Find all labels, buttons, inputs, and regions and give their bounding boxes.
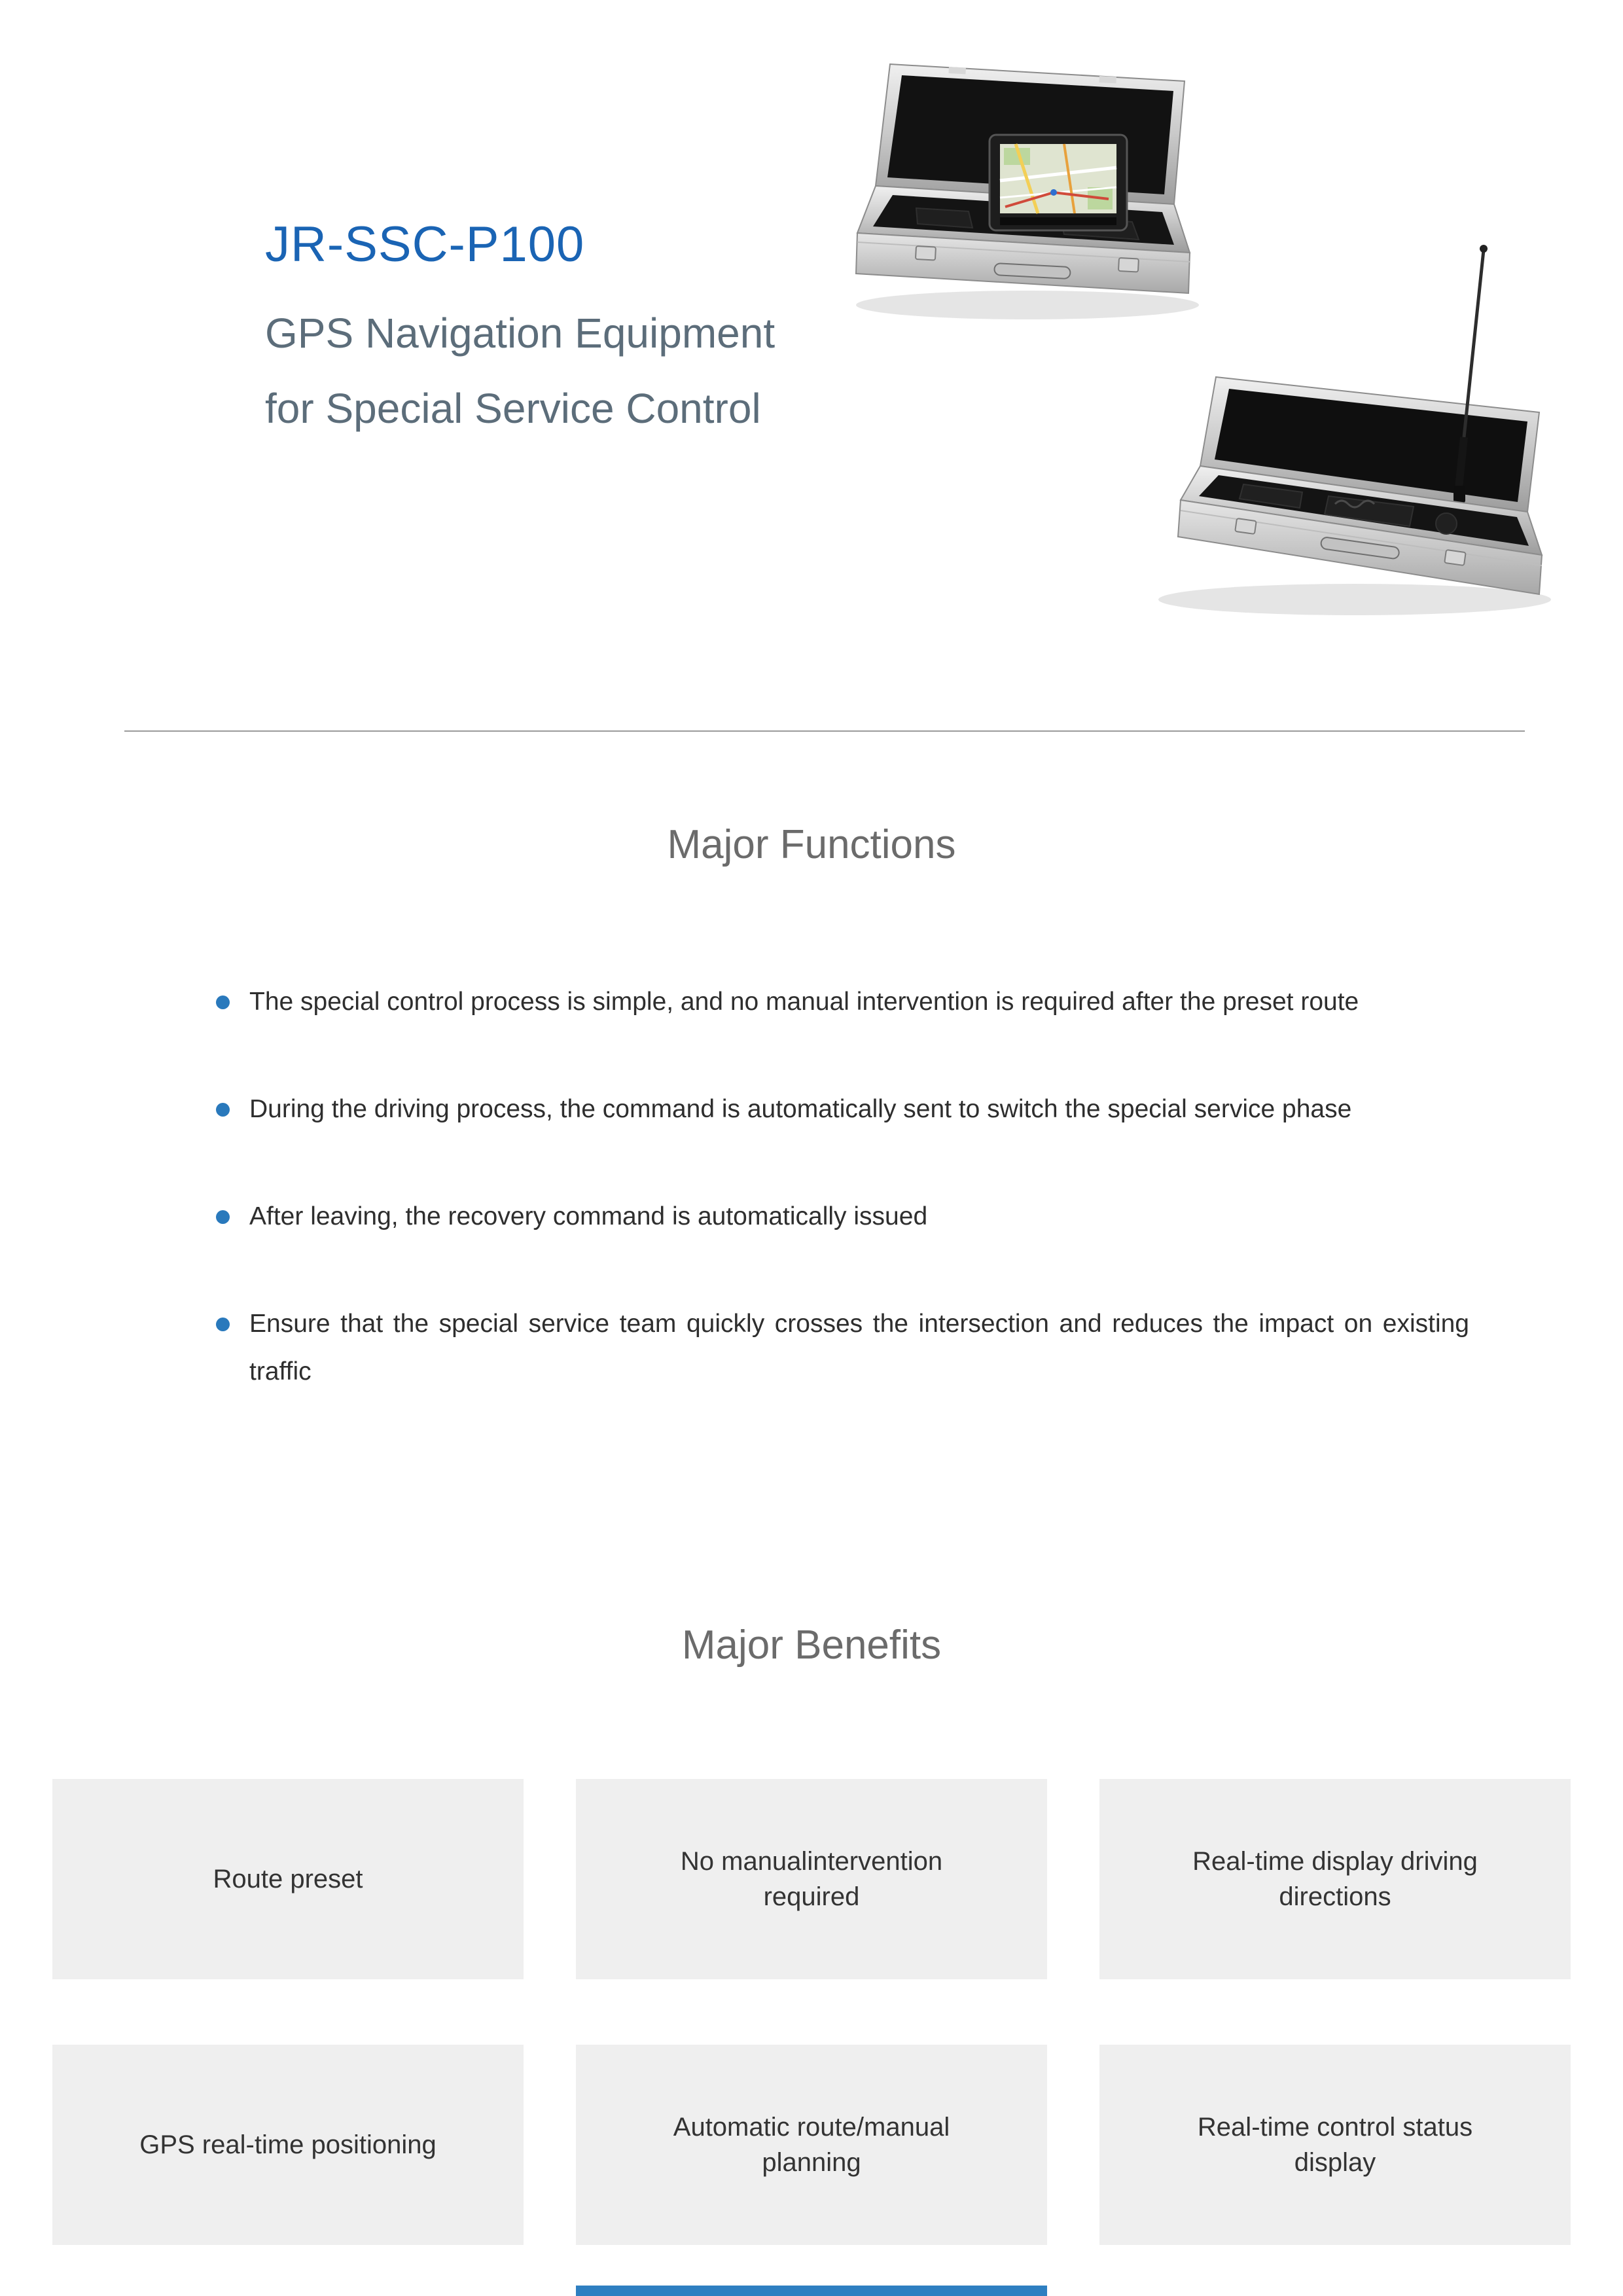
major-functions-heading: Major Functions: [667, 822, 956, 867]
gps-device: [988, 134, 1128, 232]
bullet-icon: [216, 1210, 230, 1225]
case-handle: [1320, 537, 1400, 560]
case-shadow: [856, 291, 1199, 319]
case-lid: [1199, 376, 1541, 513]
function-item: Ensure that the special service team qui…: [216, 1300, 1469, 1395]
section-divider: [124, 730, 1525, 732]
antenna: [1454, 245, 1488, 503]
case-handle: [993, 262, 1071, 279]
product-subtitle-line2: for Special Service Control: [265, 384, 761, 432]
product-photo-case-antenna: [1158, 245, 1551, 615]
case-base-deck: [1179, 465, 1543, 556]
major-benefits-heading: Major Benefits: [681, 1623, 942, 1668]
function-item-text: Ensure that the special service team qui…: [249, 1310, 1469, 1386]
next-section-bar: [576, 2286, 1047, 2296]
benefit-card: Real-time control status display: [1099, 2045, 1571, 2245]
function-item: During the driving process, the command …: [216, 1086, 1469, 1133]
bullet-icon: [216, 1103, 230, 1117]
case-front-face: [855, 232, 1191, 295]
function-item-text: After leaving, the recovery command is a…: [249, 1202, 928, 1231]
case-front-face: [1177, 499, 1543, 596]
case-shadow: [1158, 584, 1551, 615]
bullet-icon: [216, 1318, 230, 1332]
function-item-text: The special control process is simple, a…: [249, 988, 1359, 1016]
coiled-cable: [1334, 499, 1376, 509]
gps-map-screen: [999, 143, 1117, 214]
benefit-card: GPS real-time positioning: [52, 2045, 524, 2245]
function-item: The special control process is simple, a…: [216, 978, 1469, 1026]
product-subtitle-line1: GPS Navigation Equipment: [265, 310, 776, 357]
function-item-text: During the driving process, the command …: [249, 1095, 1352, 1124]
benefit-card: No manualintervention required: [576, 1779, 1047, 1979]
functions-list: The special control process is simple, a…: [216, 978, 1469, 1456]
function-item: After leaving, the recovery command is a…: [216, 1193, 1469, 1240]
benefit-card: Real-time display driving directions: [1099, 1779, 1571, 1979]
benefits-grid: Route preset No manualintervention requi…: [52, 1779, 1571, 2245]
bullet-icon: [216, 996, 230, 1009]
benefit-card: Automatic route/manual planning: [576, 2045, 1047, 2245]
product-code-title: JR-SSC-P100: [265, 217, 585, 272]
title-block: JR-SSC-P100 GPS Navigation Equipment for…: [265, 216, 775, 454]
benefit-card: Route preset: [52, 1779, 524, 1979]
product-photo-case-gps: [855, 63, 1199, 319]
